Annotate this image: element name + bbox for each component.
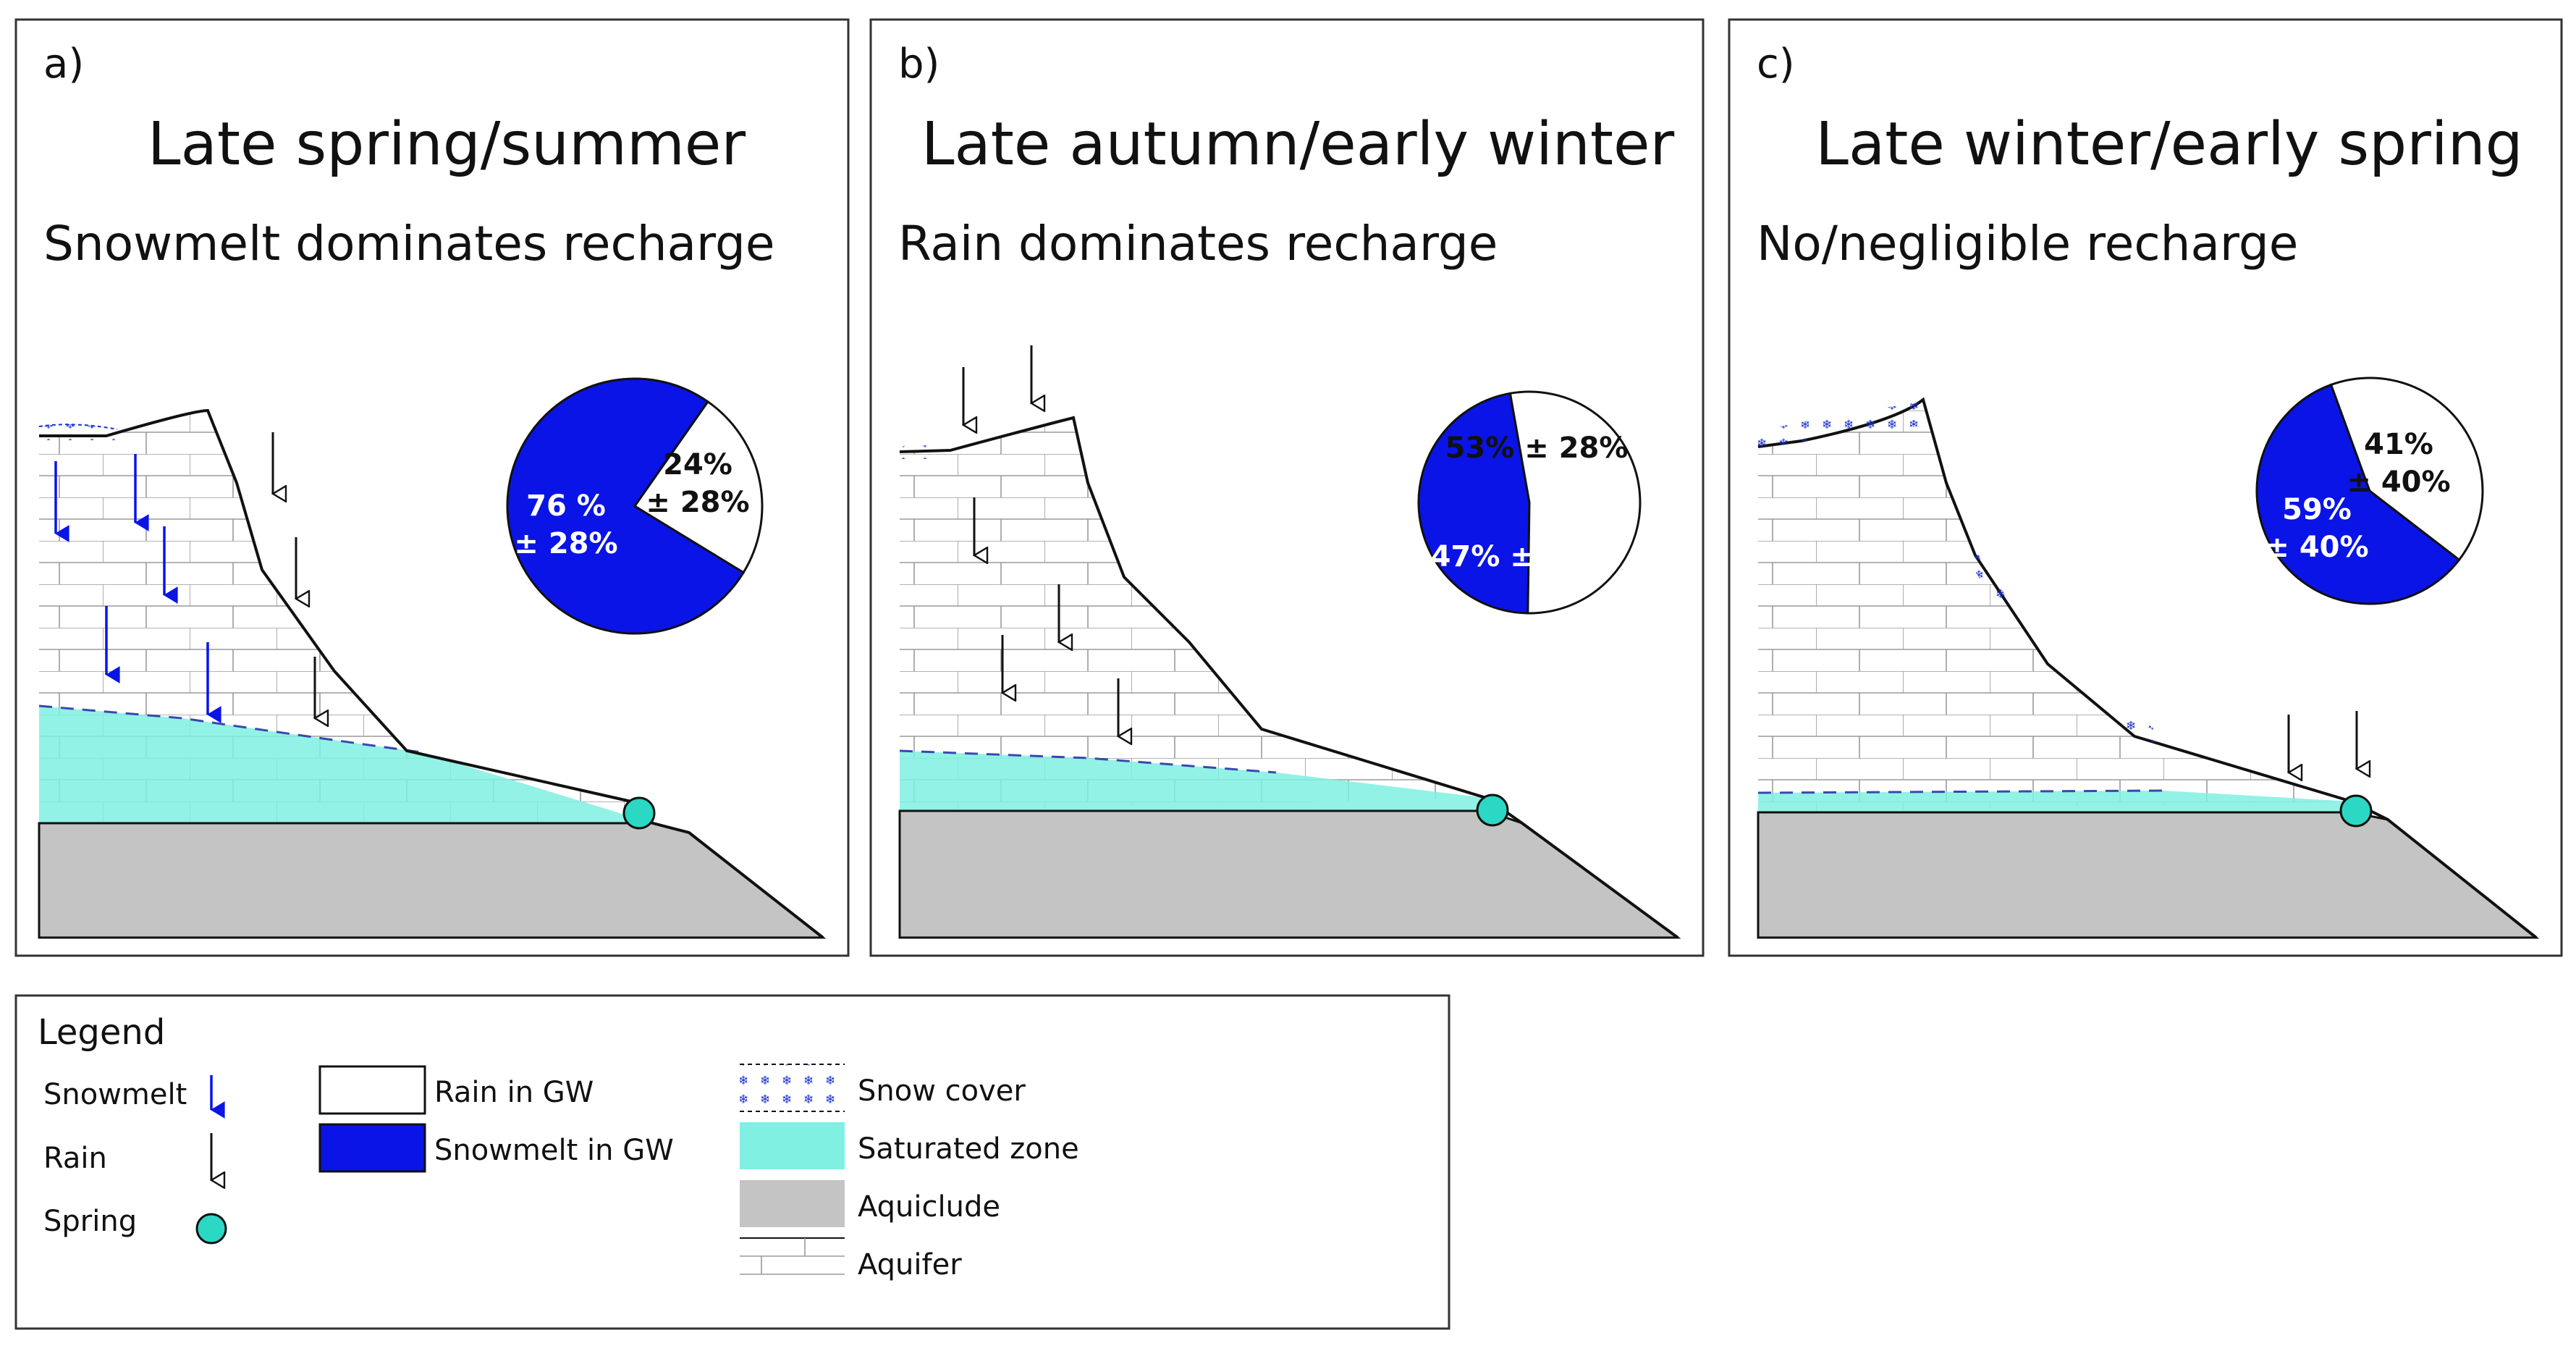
pie-label-line: ± 40%: [2265, 531, 2368, 564]
legend-swatch-snow-cover: [740, 1064, 845, 1111]
pie-label-snowmelt: 59% ± 40%: [2265, 493, 2368, 564]
pie-label-snowmelt: 47% ± 28%: [1431, 540, 1614, 573]
legend-label-rain: Rain: [43, 1142, 107, 1175]
pie-chart: 41%± 40% 59%± 40%: [2255, 376, 2484, 605]
legend-label-aquifer: Aquifer: [858, 1248, 962, 1281]
pie-label-line: 76 %: [526, 489, 606, 523]
saturated-zone: [1758, 791, 2352, 812]
water-table: [1757, 789, 2164, 794]
aquifer-bricks: [900, 418, 1486, 811]
cross-section: [1757, 397, 2540, 939]
pie-label-line: ± 28%: [514, 527, 617, 560]
snow-cover: [39, 424, 117, 440]
legend-label-spring: Spring: [43, 1205, 137, 1238]
legend: Legend Snowmelt Rain Spring Rain in GW S…: [14, 994, 1450, 1330]
aquifer-bricks: [1758, 400, 2352, 812]
pie-label-rain: 41% ± 40%: [2347, 428, 2450, 499]
legend-label-saturated-zone: Saturated zone: [858, 1132, 1079, 1166]
pie-slice-rain: [633, 400, 764, 574]
legend-swatch-saturated-zone: [740, 1122, 845, 1169]
spring: [2339, 794, 2373, 828]
legend-swatch-rain-in-gw: [318, 1065, 426, 1115]
pie-label-rain: 24% ± 28%: [646, 448, 749, 519]
pie-label-line: 24%: [663, 448, 732, 481]
panel-b: b) Late autumn/early winter Rain dominat…: [869, 18, 1705, 957]
pie-slice-rain: [2329, 376, 2484, 562]
cross-section: [38, 408, 827, 939]
legend-swatch-aquiclude: [740, 1180, 845, 1227]
cross-section: [898, 345, 1681, 939]
pie-slice-snowmelt: [1417, 392, 1531, 615]
pie-chart: 53% ± 28% 47% ± 28%: [1417, 390, 1642, 615]
pie-label-line: ± 40%: [2347, 466, 2450, 499]
saturated-zone: [39, 706, 653, 823]
water-table: [899, 749, 1277, 774]
legend-swatch-aquifer: [740, 1237, 845, 1275]
legend-swatch-snowmelt-in-gw: [318, 1123, 426, 1173]
snow-cover: [1962, 552, 2015, 610]
spring: [622, 796, 656, 830]
legend-label-aquiclude: Aquiclude: [858, 1190, 1000, 1224]
season-title: Late spring/summer: [148, 110, 746, 179]
recharge-subtitle: No/negligible recharge: [1757, 216, 2298, 272]
snow-cover: [900, 445, 943, 459]
legend-frame: [14, 994, 1450, 1330]
panel-a: a) Late spring/summer Snowmelt dominates…: [14, 18, 850, 957]
saturated-zone: [900, 751, 1486, 811]
panel-letter: a): [43, 41, 84, 88]
snow-cover: [2109, 715, 2171, 744]
legend-label-snowmelt: Snowmelt: [43, 1078, 187, 1111]
season-title: Late winter/early spring: [1815, 110, 2522, 179]
ground-surface: [39, 408, 824, 939]
legend-spring-symbol: [195, 1213, 227, 1245]
legend-label-snowmelt-in-gw: Snowmelt in GW: [434, 1134, 674, 1167]
legend-title: Legend: [38, 1012, 165, 1053]
pie-label-line: 59%: [2282, 493, 2352, 526]
pie-label-line: 41%: [2364, 428, 2433, 461]
pie-chart: 24% ± 28% 76 % ± 28%: [506, 377, 764, 635]
spring: [1476, 794, 1509, 827]
pie-label-line: ± 28%: [646, 486, 749, 519]
panel-letter: b): [898, 41, 939, 88]
legend-label-snow-cover: Snow cover: [858, 1074, 1026, 1108]
legend-label-rain-in-gw: Rain in GW: [434, 1076, 594, 1109]
ground-surface: [899, 416, 1679, 939]
pie-label-rain: 53% ± 28%: [1445, 432, 1629, 465]
pie-slice-rain: [1508, 390, 1642, 615]
recharge-subtitle: Rain dominates recharge: [898, 216, 1498, 272]
water-table: [38, 704, 422, 754]
panel-c: c) Late winter/early spring No/negligibl…: [1728, 18, 2563, 957]
recharge-subtitle: Snowmelt dominates recharge: [43, 216, 775, 272]
panel-letter: c): [1757, 41, 1795, 88]
pie-slice-snowmelt: [2255, 383, 2461, 605]
pie-label-snowmelt: 76 % ± 28%: [514, 489, 617, 560]
snow-cover: [1758, 402, 1926, 447]
season-title: Late autumn/early winter: [921, 110, 1675, 179]
pie-slice-snowmelt: [506, 377, 746, 635]
